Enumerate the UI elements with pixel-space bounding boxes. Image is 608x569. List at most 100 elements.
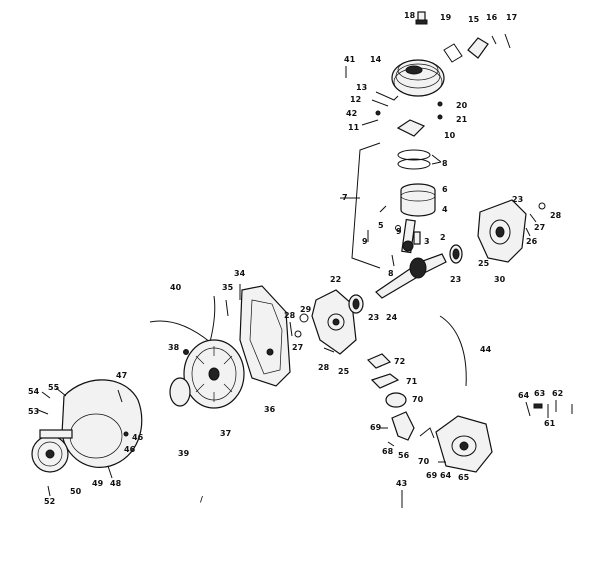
label-23c: 23	[450, 275, 461, 284]
label-4: 4	[442, 205, 448, 214]
label-3: 3	[424, 237, 430, 246]
part-54-screw	[41, 391, 51, 399]
label-54: 54	[28, 387, 40, 396]
label-18: 18	[404, 11, 416, 20]
label-11: 11	[348, 123, 360, 132]
label-24: 24	[386, 313, 398, 322]
part-64-bolt	[525, 401, 531, 417]
label-49: 49	[92, 479, 104, 488]
part-20-nut	[437, 101, 443, 107]
part-72-plate	[366, 353, 392, 369]
part-3-bearing	[413, 231, 421, 245]
label-27a: 27	[534, 223, 545, 232]
label-70b: 70	[418, 457, 430, 466]
part-10-gasket	[396, 119, 426, 137]
label-14: 14	[370, 55, 382, 64]
label-55: 55	[48, 383, 60, 392]
label-19: 19	[440, 13, 452, 22]
part-44-hose	[439, 315, 467, 387]
label-25b: 25	[338, 367, 350, 376]
part-71-bracket	[370, 373, 400, 389]
part-1-crankshaft	[375, 253, 447, 299]
label-69b: 69	[426, 471, 438, 480]
label-26: 26	[526, 237, 538, 246]
part-42-nut	[375, 110, 381, 116]
label-56: 56	[398, 451, 410, 460]
part-70-cover	[385, 392, 407, 408]
part-28-bolt-b	[323, 347, 335, 353]
label-17: 17	[506, 13, 517, 22]
label-21: 21	[456, 115, 468, 124]
part-26-screw	[525, 227, 531, 237]
label-29: 29	[300, 305, 312, 314]
label-38: 38	[168, 343, 180, 352]
part-5-pin	[379, 205, 387, 213]
label-23a: 23	[512, 195, 523, 204]
label-10: 10	[444, 131, 456, 140]
part-50-pulley	[31, 429, 73, 473]
label-slash: /	[200, 495, 203, 504]
part-17-screw	[504, 33, 511, 49]
part-37-flywheel	[183, 339, 245, 409]
label-36: 36	[264, 405, 276, 414]
label-62: 62	[552, 389, 563, 398]
label-37: 37	[220, 429, 231, 438]
part-22-crankcase	[311, 289, 357, 355]
label-5: 5	[378, 221, 384, 230]
label-20: 20	[456, 101, 468, 110]
part-8-rings	[397, 149, 442, 170]
part-39-starter-cup	[169, 377, 191, 407]
label-16: 16	[486, 13, 498, 22]
label-12: 12	[350, 95, 361, 104]
label-53: 53	[28, 407, 39, 416]
part-68-screw	[387, 441, 395, 447]
label-63: 63	[534, 389, 545, 398]
part-21-nut	[437, 114, 443, 120]
label-6: 6	[442, 185, 448, 194]
label-25a: 25	[478, 259, 490, 268]
label-52: 52	[44, 497, 55, 506]
part-19-gasket	[443, 43, 463, 63]
part-27-screw	[529, 213, 537, 223]
part-29-washer	[299, 313, 309, 323]
label-39: 39	[178, 449, 190, 458]
part-28-bolt	[289, 321, 293, 337]
part-2-rod	[401, 218, 416, 254]
label-46b: 46	[124, 445, 136, 454]
label-46: 46	[132, 433, 144, 442]
part-13-clip	[375, 91, 399, 101]
part-18-fitting	[415, 11, 428, 25]
label-30: 30	[494, 275, 506, 284]
label-2: 2	[440, 233, 446, 242]
label-68: 68	[382, 447, 394, 456]
label-9b: 9	[362, 237, 368, 246]
part-56-carburetor	[391, 411, 415, 441]
part-labels: 18 19 15 16 17 41 14 13 12 4 2 11 20 21 1…	[28, 11, 563, 506]
label-50: 50	[70, 487, 82, 496]
label-7: 7	[342, 193, 348, 202]
part-35-screw	[225, 299, 229, 317]
label-41: 41	[344, 55, 356, 64]
part-48-screw	[107, 465, 113, 479]
part-53-spring	[37, 409, 49, 415]
label-71: 71	[406, 377, 418, 386]
part-6-piston	[400, 183, 436, 217]
part-63-washer	[533, 403, 543, 409]
part-15-cover	[467, 37, 489, 59]
label-27b: 27	[292, 343, 303, 352]
label-70a: 70	[412, 395, 424, 404]
part-40-wire	[149, 295, 216, 343]
label-13: 13	[356, 83, 367, 92]
label-48: 48	[110, 479, 122, 488]
label-28b: 28	[284, 311, 296, 320]
part-46-nut	[123, 431, 129, 437]
part-28-screw	[538, 202, 546, 210]
part-38-nut	[183, 349, 189, 355]
label-61: 61	[544, 419, 556, 428]
label-15: 15	[468, 15, 480, 24]
label-64b: 64	[518, 391, 530, 400]
part-49-starter-housing	[61, 379, 143, 468]
label-35: 35	[222, 283, 234, 292]
